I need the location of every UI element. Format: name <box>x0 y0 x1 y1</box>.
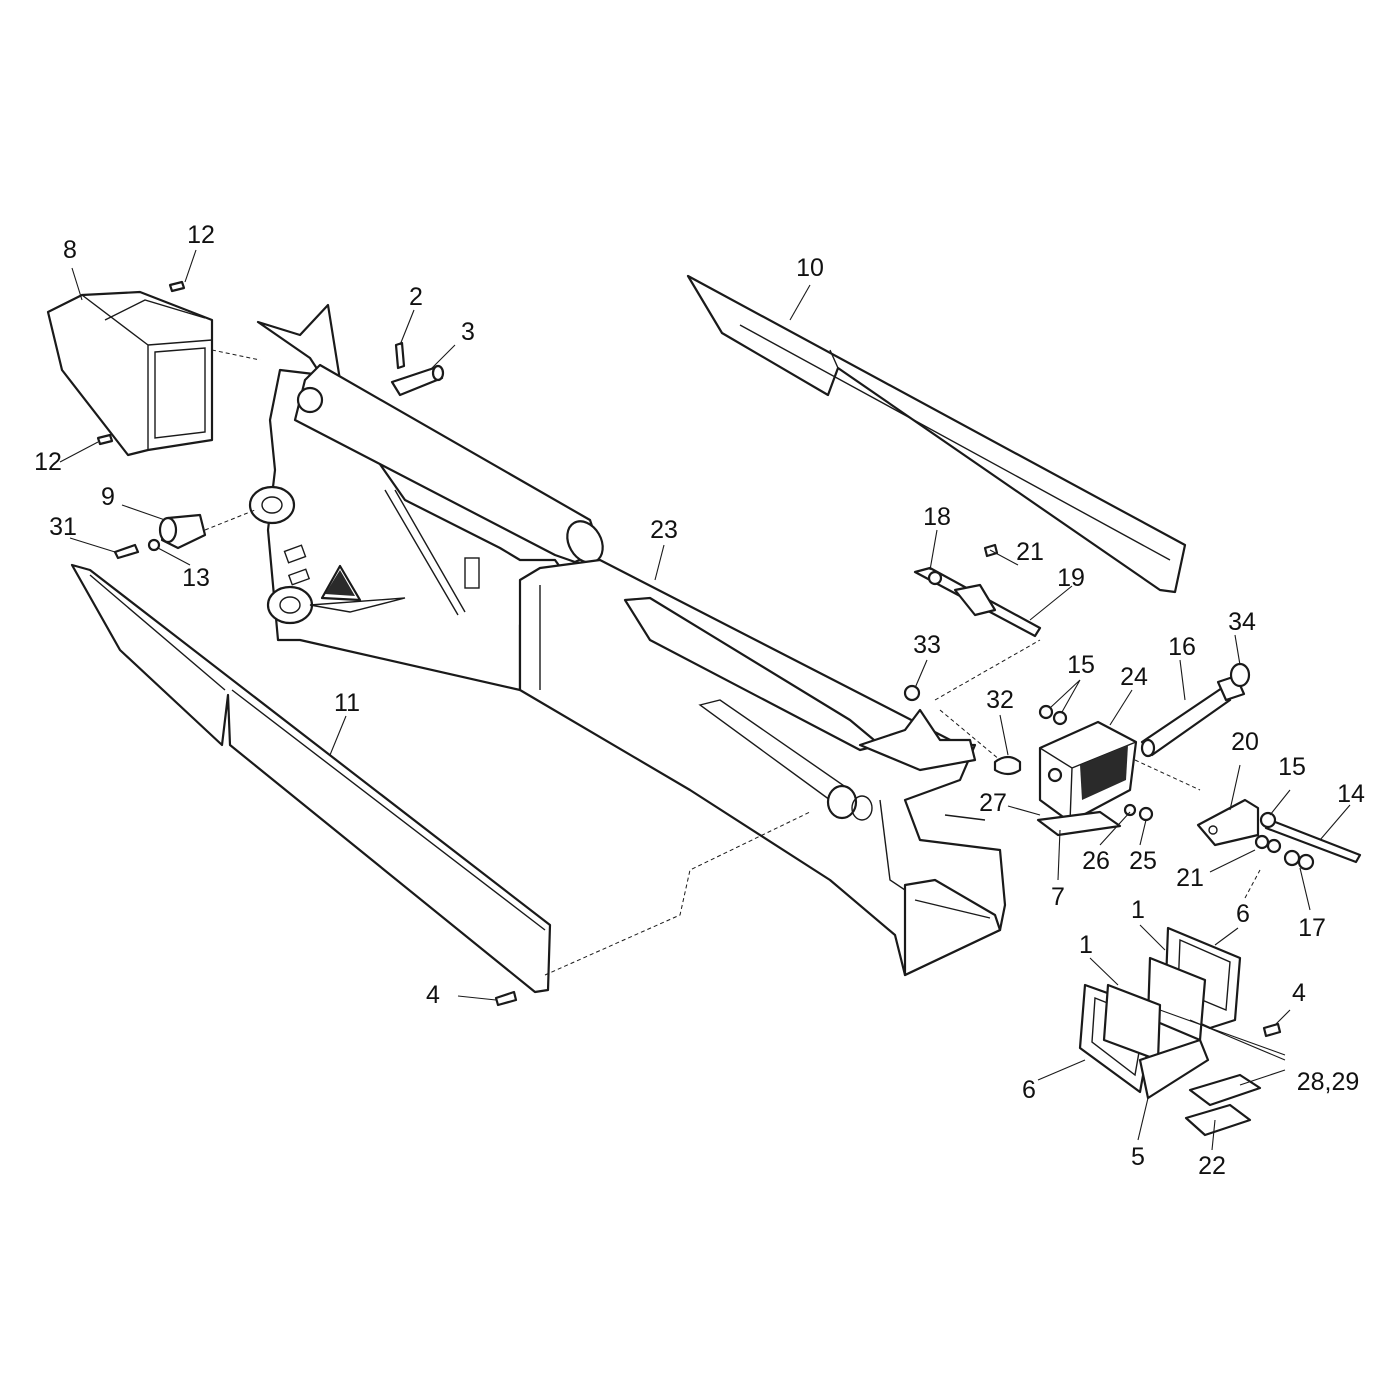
part-10-upper-side-panel <box>686 274 1187 594</box>
callout-4-right: 4 <box>1292 979 1306 1007</box>
callout-18: 18 <box>923 503 951 531</box>
callout-7: 7 <box>1051 883 1065 911</box>
callout-11: 11 <box>334 689 360 717</box>
part-20-clevis-bracket <box>1196 798 1260 847</box>
callout-19: 19 <box>1057 564 1085 592</box>
part-2-spring-pin <box>394 341 406 370</box>
part-11-lower-side-panel <box>70 563 552 994</box>
part-3-pin <box>390 364 445 397</box>
callout-9: 9 <box>101 483 115 511</box>
part-12-screw-lower <box>96 433 114 446</box>
callout-28-29: 28,29 <box>1297 1068 1360 1096</box>
part-33-nut <box>903 684 921 702</box>
callout-14: 14 <box>1337 780 1365 808</box>
part-25-nut <box>1138 806 1154 822</box>
part-8-end-cover <box>46 290 214 457</box>
callout-23: 23 <box>650 516 678 544</box>
callout-1-upper: 1 <box>1131 896 1145 924</box>
callout-33: 33 <box>913 631 941 659</box>
callout-6-lower: 6 <box>1022 1076 1036 1104</box>
part-9-bushing <box>158 513 207 550</box>
part-23-main-beam <box>518 558 1007 977</box>
part-31-bolt <box>113 543 140 560</box>
callout-5: 5 <box>1131 1143 1145 1171</box>
assembly-lines <box>204 349 1261 976</box>
part-32-cap <box>993 755 1022 776</box>
part-17-nut <box>1283 849 1315 871</box>
callout-6-upper: 6 <box>1236 900 1250 928</box>
callout-25: 25 <box>1129 847 1157 875</box>
part-24-block <box>1038 720 1138 824</box>
callout-31: 31 <box>49 513 77 541</box>
part-5-base-frame <box>1138 1038 1210 1100</box>
part-22-wear-pad <box>1184 1073 1262 1137</box>
leader-lines <box>59 249 1351 1151</box>
callout-32: 32 <box>986 686 1014 714</box>
callout-24: 24 <box>1120 663 1148 691</box>
callout-26: 26 <box>1082 847 1110 875</box>
part-13-nut <box>147 538 161 552</box>
callout-27: 27 <box>979 789 1007 817</box>
part-4-screw-right <box>1262 1022 1282 1038</box>
callout-3: 3 <box>461 318 475 346</box>
part-19-adjuster-rod <box>913 543 1042 638</box>
callout-8: 8 <box>63 236 77 264</box>
part-26-washer <box>1123 803 1137 817</box>
callout-2: 2 <box>409 283 423 311</box>
part-34-cap <box>1229 662 1251 688</box>
callout-21-upper: 21 <box>1016 538 1044 566</box>
part-12-screw-upper <box>168 280 186 293</box>
callout-labels: 8 12 12 2 3 10 9 31 13 23 18 21 19 34 33… <box>34 221 1365 1180</box>
callout-22: 22 <box>1198 1152 1226 1180</box>
part-14-threaded-rod <box>1264 818 1362 864</box>
callout-34: 34 <box>1228 608 1256 636</box>
callout-10: 10 <box>796 254 824 282</box>
callout-20: 20 <box>1231 728 1259 756</box>
part-23-main-frame <box>248 303 604 692</box>
part-16-cylinder <box>1140 674 1246 758</box>
part-7-pad <box>1036 810 1122 837</box>
part-15-washer-lower <box>1259 811 1277 829</box>
part-15-washer-upper <box>1038 704 1068 726</box>
callout-1-lower: 1 <box>1079 931 1093 959</box>
callout-13: 13 <box>182 564 210 592</box>
callout-15-upper: 15 <box>1067 651 1095 679</box>
callout-17: 17 <box>1298 914 1326 942</box>
part-21-nut-lower <box>1254 834 1282 854</box>
callout-21-lower: 21 <box>1176 864 1204 892</box>
part-4-screw-left <box>494 990 518 1007</box>
callout-16: 16 <box>1168 633 1196 661</box>
callout-12-upper: 12 <box>187 221 215 249</box>
callout-12-lower: 12 <box>34 448 62 476</box>
callout-4-left: 4 <box>426 981 440 1009</box>
callout-15-lower: 15 <box>1278 753 1306 781</box>
